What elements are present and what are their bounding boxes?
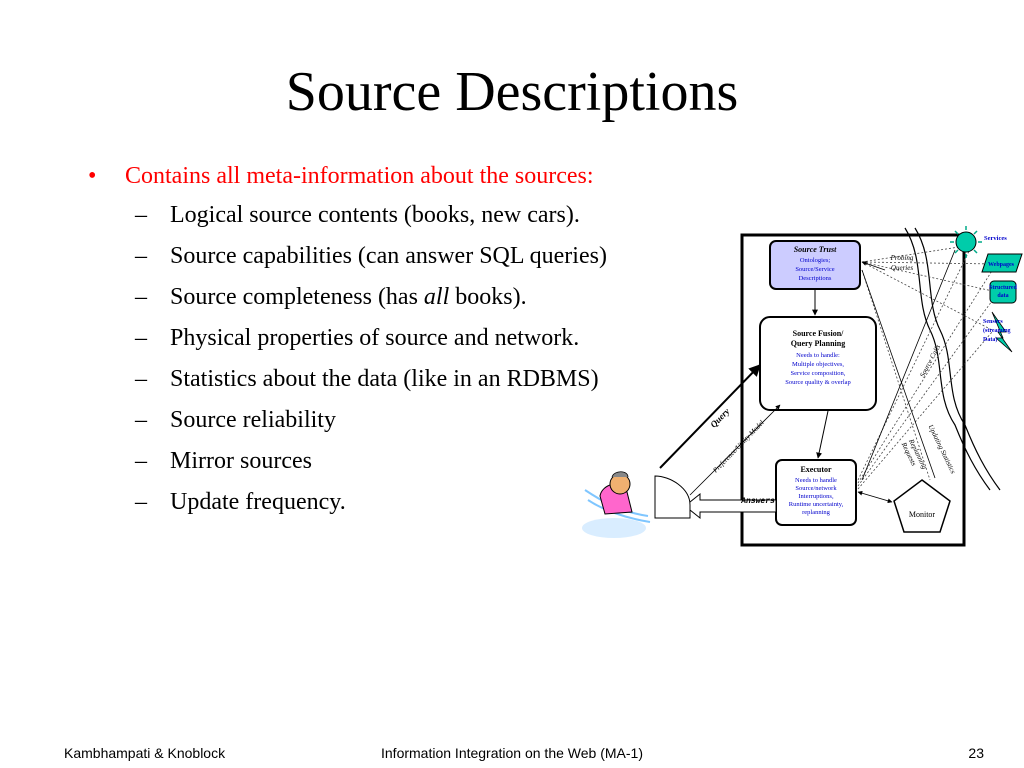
answers-label: Answers (740, 497, 775, 506)
main-bullet: • Contains all meta-information about th… (88, 160, 608, 193)
sub-bullet-text: Statistics about the data (like in an RD… (170, 366, 599, 392)
executor-node (775, 459, 857, 526)
fusion-line: Multiple objectives, (792, 361, 844, 368)
slide-title: Source Descriptions (285, 61, 739, 123)
fusion-title: Source Fusion/ (793, 329, 845, 338)
connector (861, 249, 956, 481)
sub-bullet-text: Mirror sources (170, 448, 312, 474)
preference-arrow (689, 404, 781, 496)
executor-line: replanning (802, 509, 831, 516)
sub-bullet-item: –Source reliability (135, 407, 336, 433)
probing-queries-label: Probing (890, 254, 914, 262)
sub-bullet-text: Physical properties of source and networ… (170, 325, 580, 351)
source-trust-line: Descriptions (799, 275, 832, 282)
fusion-to-executor-arrow (816, 410, 829, 459)
sensors-icon (991, 311, 1013, 353)
user-figure (582, 471, 691, 538)
emphasis-all: all (423, 284, 450, 310)
sensors-label: Data) (983, 336, 997, 343)
footer-page-number: 23 (968, 745, 984, 761)
sub-bullet-item: –Logical source contents (books, new car… (135, 202, 580, 228)
source-trust-node (769, 240, 861, 290)
sub-bullet-text: Update frequency. (170, 489, 346, 515)
executor-line: Needs to handle (795, 477, 837, 484)
fusion-line: Needs to handle: (796, 352, 840, 359)
sub-bullet-item: –Source capabilities (can answer SQL que… (135, 243, 607, 269)
source-trust-line: Source/Service (795, 266, 834, 273)
sub-bullet-item: –Source completeness (has all books). (135, 284, 527, 310)
answers-arrow (684, 492, 777, 520)
sub-bullet-item: –Mirror sources (135, 448, 312, 474)
sub-bullet-text: Source reliability (170, 407, 336, 433)
network-line (904, 227, 991, 491)
structured-data-label: Structured (989, 285, 1018, 291)
sub-bullet-item: –Update frequency. (135, 489, 346, 515)
services-icon (950, 226, 982, 258)
webpages-label: Webpages (988, 262, 1015, 268)
probing-arrow (861, 261, 886, 271)
executor-line: Source/network (795, 485, 837, 492)
structured-data-label: data (997, 293, 1008, 299)
fusion-line: Service composition, (791, 370, 846, 377)
main-bullet-text: Contains all meta-information about the … (125, 163, 594, 189)
executor-monitor-arrow (857, 490, 893, 504)
executor-line: Interruptions, (798, 493, 834, 500)
bullet-mark: • (88, 163, 97, 189)
sub-bullet-item: –Statistics about the data (like in an R… (135, 366, 599, 392)
source-connectors (857, 244, 998, 490)
sub-bullet-item: –Physical properties of source and netwo… (135, 325, 580, 351)
services-label: Services (984, 235, 1007, 242)
executor-line: Runtime uncertainty, (789, 501, 844, 508)
sub-bullet-text: Logical source contents (books, new cars… (170, 202, 580, 228)
footer-course: Information Integration on the Web (MA-1… (381, 745, 643, 761)
sub-bullet-text: Source completeness (has (170, 284, 424, 310)
source-trust-line: Ontologies; (800, 257, 831, 264)
fusion-line: Source quality & overlap (785, 379, 851, 386)
webpages-icon (981, 253, 1023, 273)
probing-queries-label: Queries (891, 264, 913, 272)
slide-content: • Contains all meta-information about th… (88, 160, 608, 527)
executor-title: Executor (800, 465, 832, 474)
sensors-label: Sensors (983, 319, 1003, 325)
query-label: Query (708, 405, 732, 429)
query-arrow (659, 364, 761, 469)
structured-data-icon (989, 280, 1017, 304)
footer-authors: Kambhampati & Knoblock (64, 745, 226, 761)
source-trust-title: Source Trust (794, 245, 837, 254)
source-fusion-node (759, 316, 877, 411)
monitor-node (893, 479, 951, 533)
sub-bullet-list: –Logical source contents (books, new car… (88, 199, 608, 519)
sensors-label: (streaming (983, 327, 1011, 334)
fusion-title: Query Planning (791, 339, 845, 348)
sub-bullet-text: Source capabilities (can answer SQL quer… (170, 243, 607, 269)
connector (861, 269, 936, 479)
monitor-label: Monitor (909, 510, 936, 519)
